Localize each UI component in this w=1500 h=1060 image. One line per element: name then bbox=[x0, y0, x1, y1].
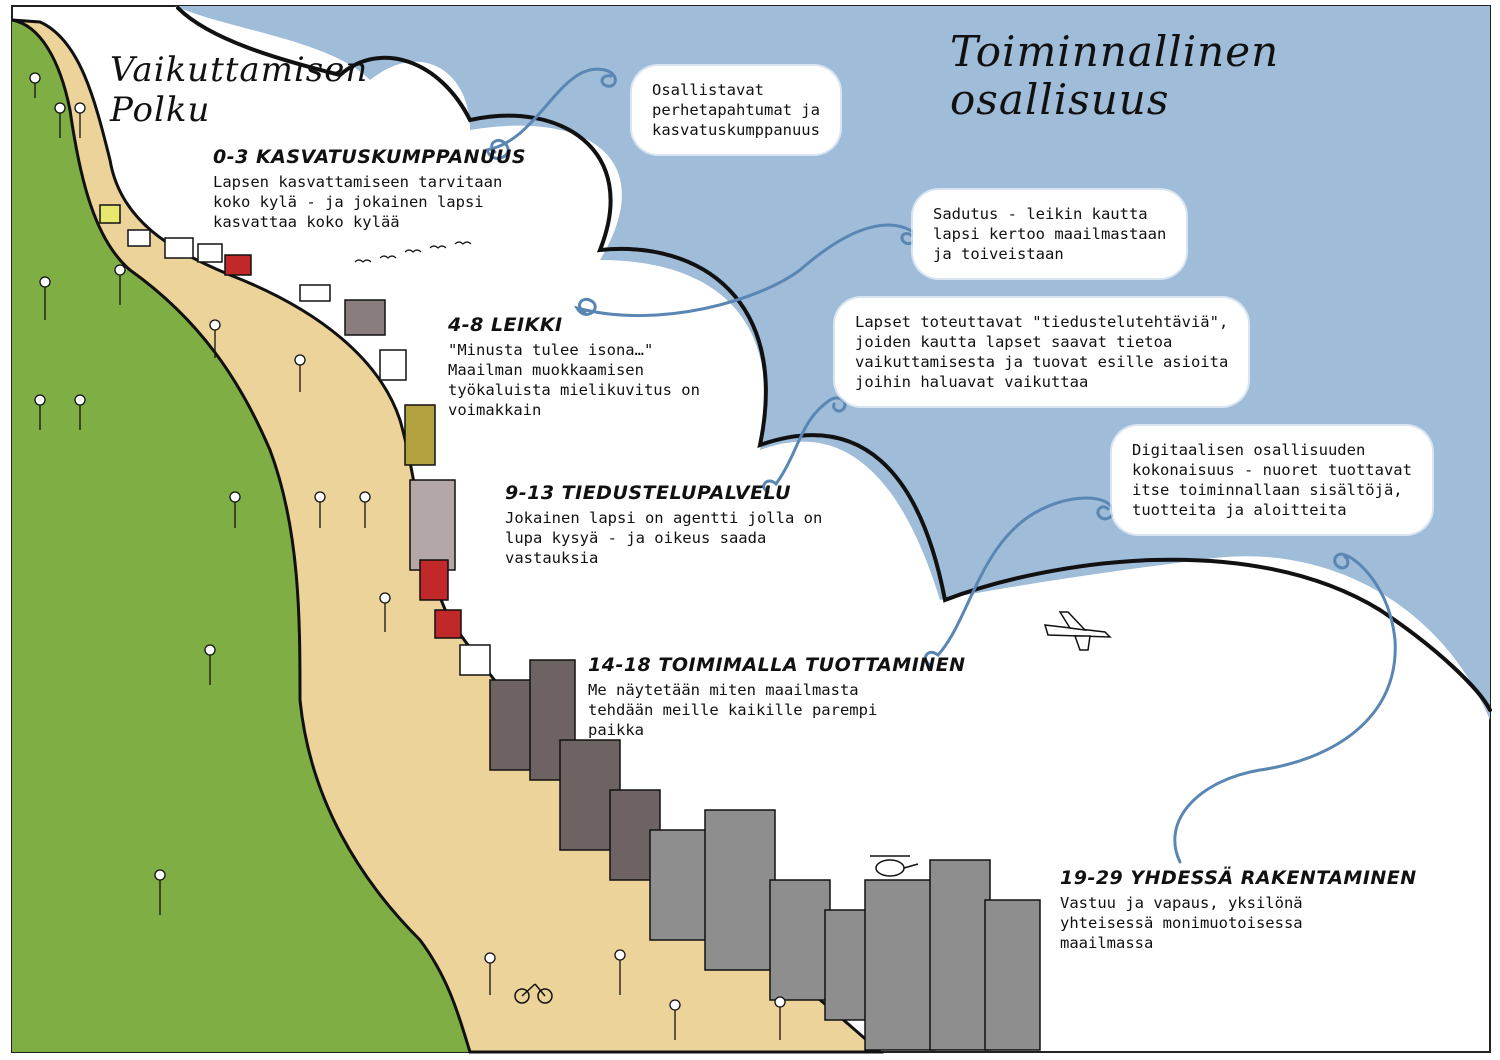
stage-14-18: 14-18 TOIMIMALLA TUOTTAMINEN Me näytetää… bbox=[588, 654, 966, 740]
stage-description: "Minusta tulee isona…" Maailman muokkaam… bbox=[448, 341, 700, 419]
stage-title: 14-18 TOIMIMALLA TUOTTAMINEN bbox=[588, 654, 966, 676]
stage-description: Lapsen kasvattamiseen tarvitaan koko kyl… bbox=[213, 173, 503, 231]
stage-title: 19-29 YHDESSÄ RAKENTAMINEN bbox=[1060, 867, 1417, 889]
stage-title: 4-8 LEIKKI bbox=[448, 314, 563, 336]
stage-0-3: 0-3 KASVATUSKUMPPANUUS Lapsen kasvattami… bbox=[213, 146, 526, 232]
bubble-intelligence-tasks: Lapset toteuttavat "tiedustelutehtäviä",… bbox=[835, 298, 1249, 406]
birds bbox=[354, 241, 472, 263]
helicopter-icon bbox=[870, 855, 919, 877]
stage-description: Jokainen lapsi on agentti jolla on lupa … bbox=[505, 509, 823, 567]
airplane-icon bbox=[1043, 611, 1112, 651]
connector-3 bbox=[924, 496, 1115, 667]
connector-2 bbox=[762, 396, 847, 494]
connector-0 bbox=[484, 67, 617, 160]
stage-19-29: 19-29 YHDESSÄ RAKENTAMINEN Vastuu ja vap… bbox=[1060, 867, 1417, 953]
stage-9-13: 9-13 TIEDUSTELUPALVELU Jokainen lapsi on… bbox=[505, 482, 822, 568]
stage-description: Vastuu ja vapaus, yksilönä yhteisessä mo… bbox=[1060, 894, 1303, 952]
bubble-family-events: Osallistavat perhetapahtumat ja kasvatus… bbox=[632, 66, 840, 154]
bicycle-icon bbox=[514, 983, 553, 1004]
cloud-outline bbox=[176, 6, 1492, 712]
bubble-digital-participation: Digitaalisen osallisuuden kokonaisuus - … bbox=[1112, 426, 1432, 534]
city-buildings bbox=[489, 659, 1041, 1051]
village-houses bbox=[99, 204, 491, 676]
connector-1 bbox=[573, 223, 917, 318]
road-path bbox=[11, 18, 884, 1054]
stage-description: Me näytetään miten maailmasta tehdään me… bbox=[588, 681, 878, 739]
stage-title: 0-3 KASVATUSKUMPPANUUS bbox=[213, 146, 527, 168]
sky-area bbox=[175, 6, 1490, 720]
stage-4-8: 4-8 LEIKKI "Minusta tulee isona…" Maailm… bbox=[448, 314, 700, 420]
bubble-connectors bbox=[484, 67, 1397, 864]
left-title: Vaikuttamisen Polku bbox=[110, 50, 369, 130]
stage-title: 9-13 TIEDUSTELUPALVELU bbox=[505, 482, 792, 504]
people-figures bbox=[29, 72, 786, 1040]
bubble-storytelling: Sadutus - leikin kautta lapsi kertoo maa… bbox=[913, 190, 1187, 278]
right-title: Toiminnallinen osallisuus bbox=[950, 27, 1280, 124]
connector-4 bbox=[1173, 552, 1397, 864]
grass-hill bbox=[12, 20, 470, 1052]
